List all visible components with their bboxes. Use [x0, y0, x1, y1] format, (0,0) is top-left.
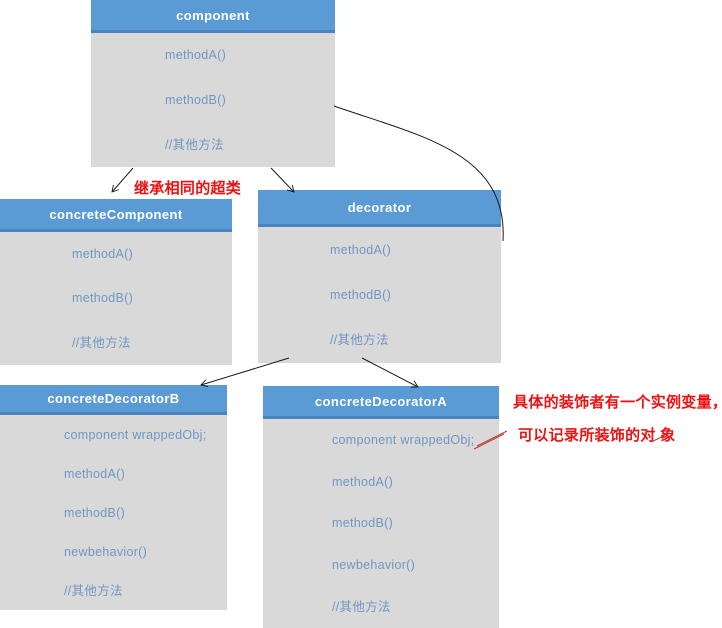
member-other-methods: //其他方法 — [72, 335, 131, 350]
class-box-concrete-decorator-a: concreteDecoratorA component wrappedObj;… — [263, 386, 499, 628]
member-newbehavior: newbehavior() — [332, 558, 416, 573]
class-title-concrete-decorator-b: concreteDecoratorB — [0, 385, 227, 415]
member-newbehavior: newbehavior() — [64, 544, 148, 559]
class-title-concrete-decorator-a: concreteDecoratorA — [263, 386, 499, 419]
member-methodb: methodB() — [332, 516, 394, 531]
class-members-concrete-decorator-b: component wrappedObj; methodA() methodB(… — [0, 415, 227, 610]
class-members-concrete-decorator-a: component wrappedObj; methodA() methodB(… — [263, 419, 499, 628]
class-members-concrete-component: methodA() methodB() //其他方法 — [0, 232, 232, 365]
inheritance-line-component-to-decorator — [270, 167, 295, 193]
annotation-instance-variable-line2: 可以记录所装饰的对 象 — [518, 427, 676, 444]
member-other-methods: //其他方法 — [165, 137, 224, 152]
member-other-methods: //其他方法 — [64, 583, 123, 598]
member-methoda: methodA() — [332, 474, 394, 489]
member-other-methods: //其他方法 — [330, 333, 389, 348]
member-wrapped-obj: component wrappedObj; — [332, 432, 475, 447]
annotation-inherit-same-superclass: 继承相同的超类 — [134, 180, 242, 197]
class-title-component: component — [91, 0, 335, 33]
member-methodb: methodB() — [165, 92, 227, 107]
class-title-concrete-component: concreteComponent — [0, 199, 232, 232]
member-methoda: methodA() — [330, 242, 392, 257]
member-methodb: methodB() — [64, 505, 126, 520]
member-methoda: methodA() — [64, 466, 126, 481]
class-box-concrete-decorator-b: concreteDecoratorB component wrappedObj;… — [0, 385, 227, 610]
class-box-concrete-component: concreteComponent methodA() methodB() //… — [0, 199, 232, 365]
class-box-decorator: decorator methodA() methodB() //其他方法 — [258, 190, 501, 363]
class-members-component: methodA() methodB() //其他方法 — [91, 33, 335, 167]
annotation-instance-variable: 具体的装饰者有一个实例变量， 可以记录所装饰的对 象 — [513, 386, 722, 452]
class-box-component: component methodA() methodB() //其他方法 — [91, 0, 335, 167]
member-methodb: methodB() — [72, 291, 134, 306]
member-methodb: methodB() — [330, 287, 392, 302]
member-methoda: methodA() — [165, 48, 227, 63]
class-title-decorator: decorator — [258, 190, 501, 227]
member-wrapped-obj: component wrappedObj; — [64, 427, 207, 442]
member-other-methods: //其他方法 — [332, 600, 391, 615]
inheritance-line-component-to-concrete-component — [111, 167, 134, 193]
member-methoda: methodA() — [72, 247, 134, 262]
class-members-decorator: methodA() methodB() //其他方法 — [258, 227, 501, 363]
annotation-instance-variable-line1: 具体的装饰者有一个实例变量， — [513, 394, 722, 411]
